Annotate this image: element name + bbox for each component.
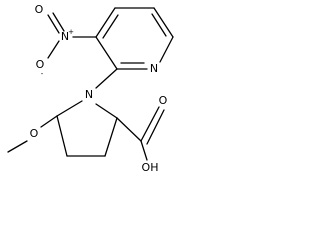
carboxylic-acid-group [116, 106, 165, 161]
bond-c5-c6 [153, 7, 174, 38]
pyrrolidine-ring [56, 100, 118, 157]
bond-c3-c4 [95, 7, 116, 38]
atom-methoxy-o: O [30, 127, 39, 140]
charge-nitro-n: + [68, 28, 74, 36]
atom-acid-oh: OH [142, 161, 159, 174]
bond-acid-c-oh [140, 140, 148, 161]
bond-nitro-n-o-left [47, 40, 60, 59]
chemical-structure: O N + O - N N O O OH [7, 3, 174, 174]
bond-nitro-n-o-top-2 [52, 12, 65, 32]
bond-acid-c-o-2 [146, 109, 165, 145]
bond-c2-c3 [95, 36, 118, 70]
bond-c2-acid-c [116, 117, 142, 142]
charge-nitro-o-left: - [41, 70, 44, 78]
bond-c2-n [95, 103, 118, 119]
atom-acid-o: O [159, 94, 168, 107]
bond-c2-pyrrolidine-n [95, 68, 118, 89]
bond-c3-c2 [104, 117, 118, 157]
bond-n-c5 [56, 100, 83, 117]
bond-c4-methoxy-o [40, 115, 58, 128]
atom-pyridine-n: N [150, 62, 158, 75]
atom-nitro-n: N [61, 30, 69, 43]
bond-acid-c-o-1 [140, 106, 160, 142]
atom-nitro-o-left: O [36, 58, 45, 71]
bond-c5-c4 [56, 115, 68, 157]
double-bond-c3-c4 [102, 14, 119, 39]
atom-pyrrolidine-n: N [85, 88, 93, 101]
bond-methoxy-o-ch3 [7, 140, 28, 153]
pyridine-ring [95, 7, 174, 70]
bond-c6-n1 [159, 36, 174, 63]
double-bond-c5-c6 [151, 13, 167, 37]
nitro-group [47, 12, 97, 59]
bond-nitro-n-o-top-1 [47, 14, 60, 34]
methoxy-group [7, 115, 58, 153]
atom-nitro-o-top: O [35, 3, 44, 16]
